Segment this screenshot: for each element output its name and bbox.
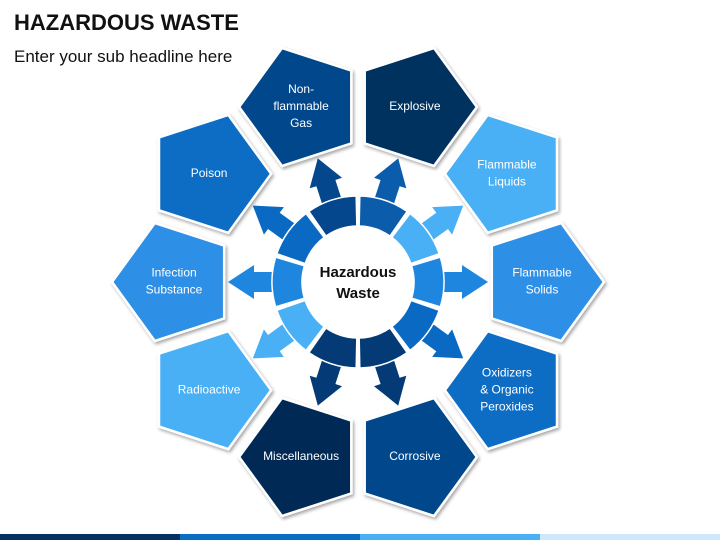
ring-segment-corrosive [358, 326, 409, 369]
node-label: Flammable [512, 266, 572, 280]
node-label: Explosive [389, 99, 441, 113]
node-label: Radioactive [178, 382, 241, 396]
footer-segment [360, 534, 540, 540]
node-corrosive: Corrosive [363, 396, 479, 518]
page-subtitle: Enter your sub headline here [14, 47, 233, 66]
node-label: Miscellaneous [263, 449, 339, 463]
segmented-ring [271, 195, 445, 369]
ring-segment-oxidizers [390, 299, 441, 352]
pentagon-shape [443, 113, 559, 235]
ring-segment-explosive [358, 195, 409, 238]
ring-segment-non-flammable-gas [307, 195, 358, 238]
pentagon-shape [363, 46, 479, 168]
pentagon-shape [157, 329, 273, 451]
node-label: Gas [290, 116, 312, 130]
node-label: Liquids [488, 174, 526, 188]
page-title: HAZARDOUS WASTE [14, 10, 239, 35]
pentagon-shape [443, 329, 559, 451]
arrow-flammable-solids [432, 265, 488, 299]
node-label: Solids [526, 283, 559, 297]
node-label: Corrosive [389, 449, 441, 463]
pentagon-shape [157, 113, 273, 235]
node-label: Non- [288, 82, 314, 96]
node-label: Poison [191, 166, 228, 180]
node-poison: Poison [157, 113, 273, 235]
ring-segment-infection-substance [271, 256, 306, 308]
ring-segment-flammable-liquids [390, 212, 441, 265]
center-circle [304, 228, 412, 336]
node-label: Infection [151, 266, 196, 280]
pentagon-shape [490, 221, 606, 343]
footer-segment [540, 534, 720, 540]
pentagon-shape [237, 396, 353, 518]
center-label: Waste [336, 285, 380, 302]
pentagon-shape [237, 46, 353, 168]
node-explosive: Explosive [363, 46, 479, 168]
footer-segment [180, 534, 360, 540]
ring-segment-flammable-solids [410, 256, 445, 308]
ring-segment-radioactive [275, 299, 326, 352]
node-radioactive: Radioactive [157, 329, 273, 451]
pentagon-shape [363, 396, 479, 518]
arrow-infection-substance [228, 265, 284, 299]
node-label: Flammable [477, 157, 537, 171]
ring-segment-miscellaneous [307, 326, 358, 369]
node-label: Peroxides [480, 399, 533, 413]
node-label: Substance [146, 283, 203, 297]
center-label: Hazardous [320, 264, 397, 281]
footer-bar [0, 534, 720, 540]
node-label: & Organic [480, 382, 533, 396]
pentagon-shape [110, 221, 226, 343]
node-label: flammable [273, 99, 329, 113]
node-miscellaneous: Miscellaneous [237, 396, 353, 518]
category-nodes: ExplosiveFlammableLiquidsFlammableSolids… [110, 46, 606, 518]
ring-segment-poison [275, 212, 326, 265]
footer-segment [0, 534, 180, 540]
node-label: Oxidizers [482, 365, 532, 379]
